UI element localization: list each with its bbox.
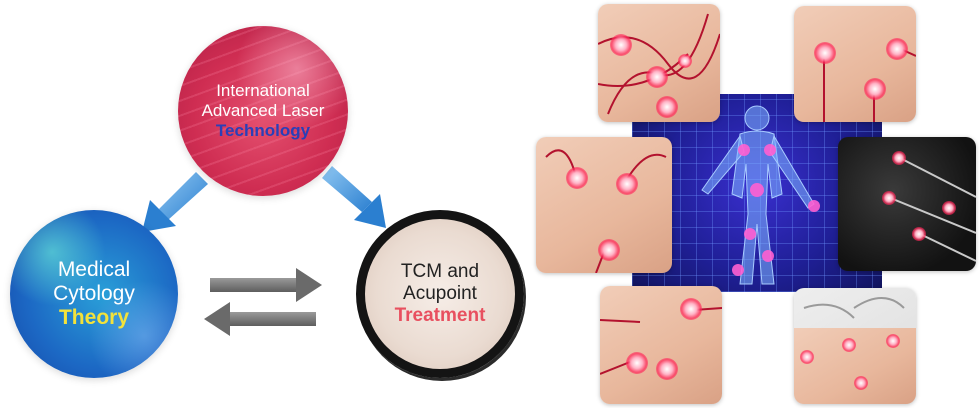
laser-technology-node: International Advanced Laser Technology [178,26,348,196]
knee-electrode-photo [536,137,672,273]
laser-node-line1: International [216,81,310,100]
laser-point-icon [892,151,906,165]
diagram-arrows [142,166,386,336]
laser-point-icon [610,34,632,56]
electrode-wires-icon [803,297,905,319]
laser-point-icon [680,298,702,320]
laser-point-icon [854,376,868,390]
laser-point-icon [912,227,926,241]
shoulder-electrode-photo [794,6,916,122]
laser-point-icon [864,78,886,100]
electrode-wires-icon [823,45,916,122]
electrode-wires-icon [600,307,722,375]
cytology-node-line2: Cytology [53,282,135,305]
back-electrode-photo [794,288,916,404]
arm-electrode-photo [598,4,720,122]
laser-point-icon [626,352,648,374]
laser-point-icon [616,173,638,195]
laser-node-accent: Technology [215,121,311,140]
laser-point-icon [598,239,620,261]
tcm-node-line1: TCM and [400,261,480,282]
laser-point-icon [886,38,908,60]
laser-point-icon [814,42,836,64]
tcm-node-accent: Treatment [394,305,486,326]
laser-point-icon [566,167,588,189]
tcm-node-line2: Acupoint [403,283,477,304]
arrow-exchange-right [210,268,322,302]
human-figure-icon [701,105,820,285]
arrow-top-to-left [142,172,208,232]
laser-point-icon [882,191,896,205]
laser-point-icon [656,358,678,380]
laser-point-icon [886,334,900,348]
laser-node-line2: Advanced Laser [201,101,325,120]
arrow-top-to-right [322,166,386,228]
tcm-treatment-node: TCM and Acupoint Treatment [356,210,524,378]
arrow-exchange-left [204,302,316,336]
laser-point-icon [646,66,668,88]
cytology-node-accent: Theory [58,306,129,329]
laser-point-icon [656,96,678,118]
laser-point-icon [678,54,692,68]
wrap-electrode-photo [838,137,976,271]
laser-point-icon [842,338,856,352]
cytology-node-line1: Medical [57,258,131,281]
laser-point-icon [942,201,956,215]
ankle-electrode-photo [600,286,722,404]
cytology-theory-node: Medical Cytology Theory [10,210,178,378]
laser-point-icon [800,350,814,364]
